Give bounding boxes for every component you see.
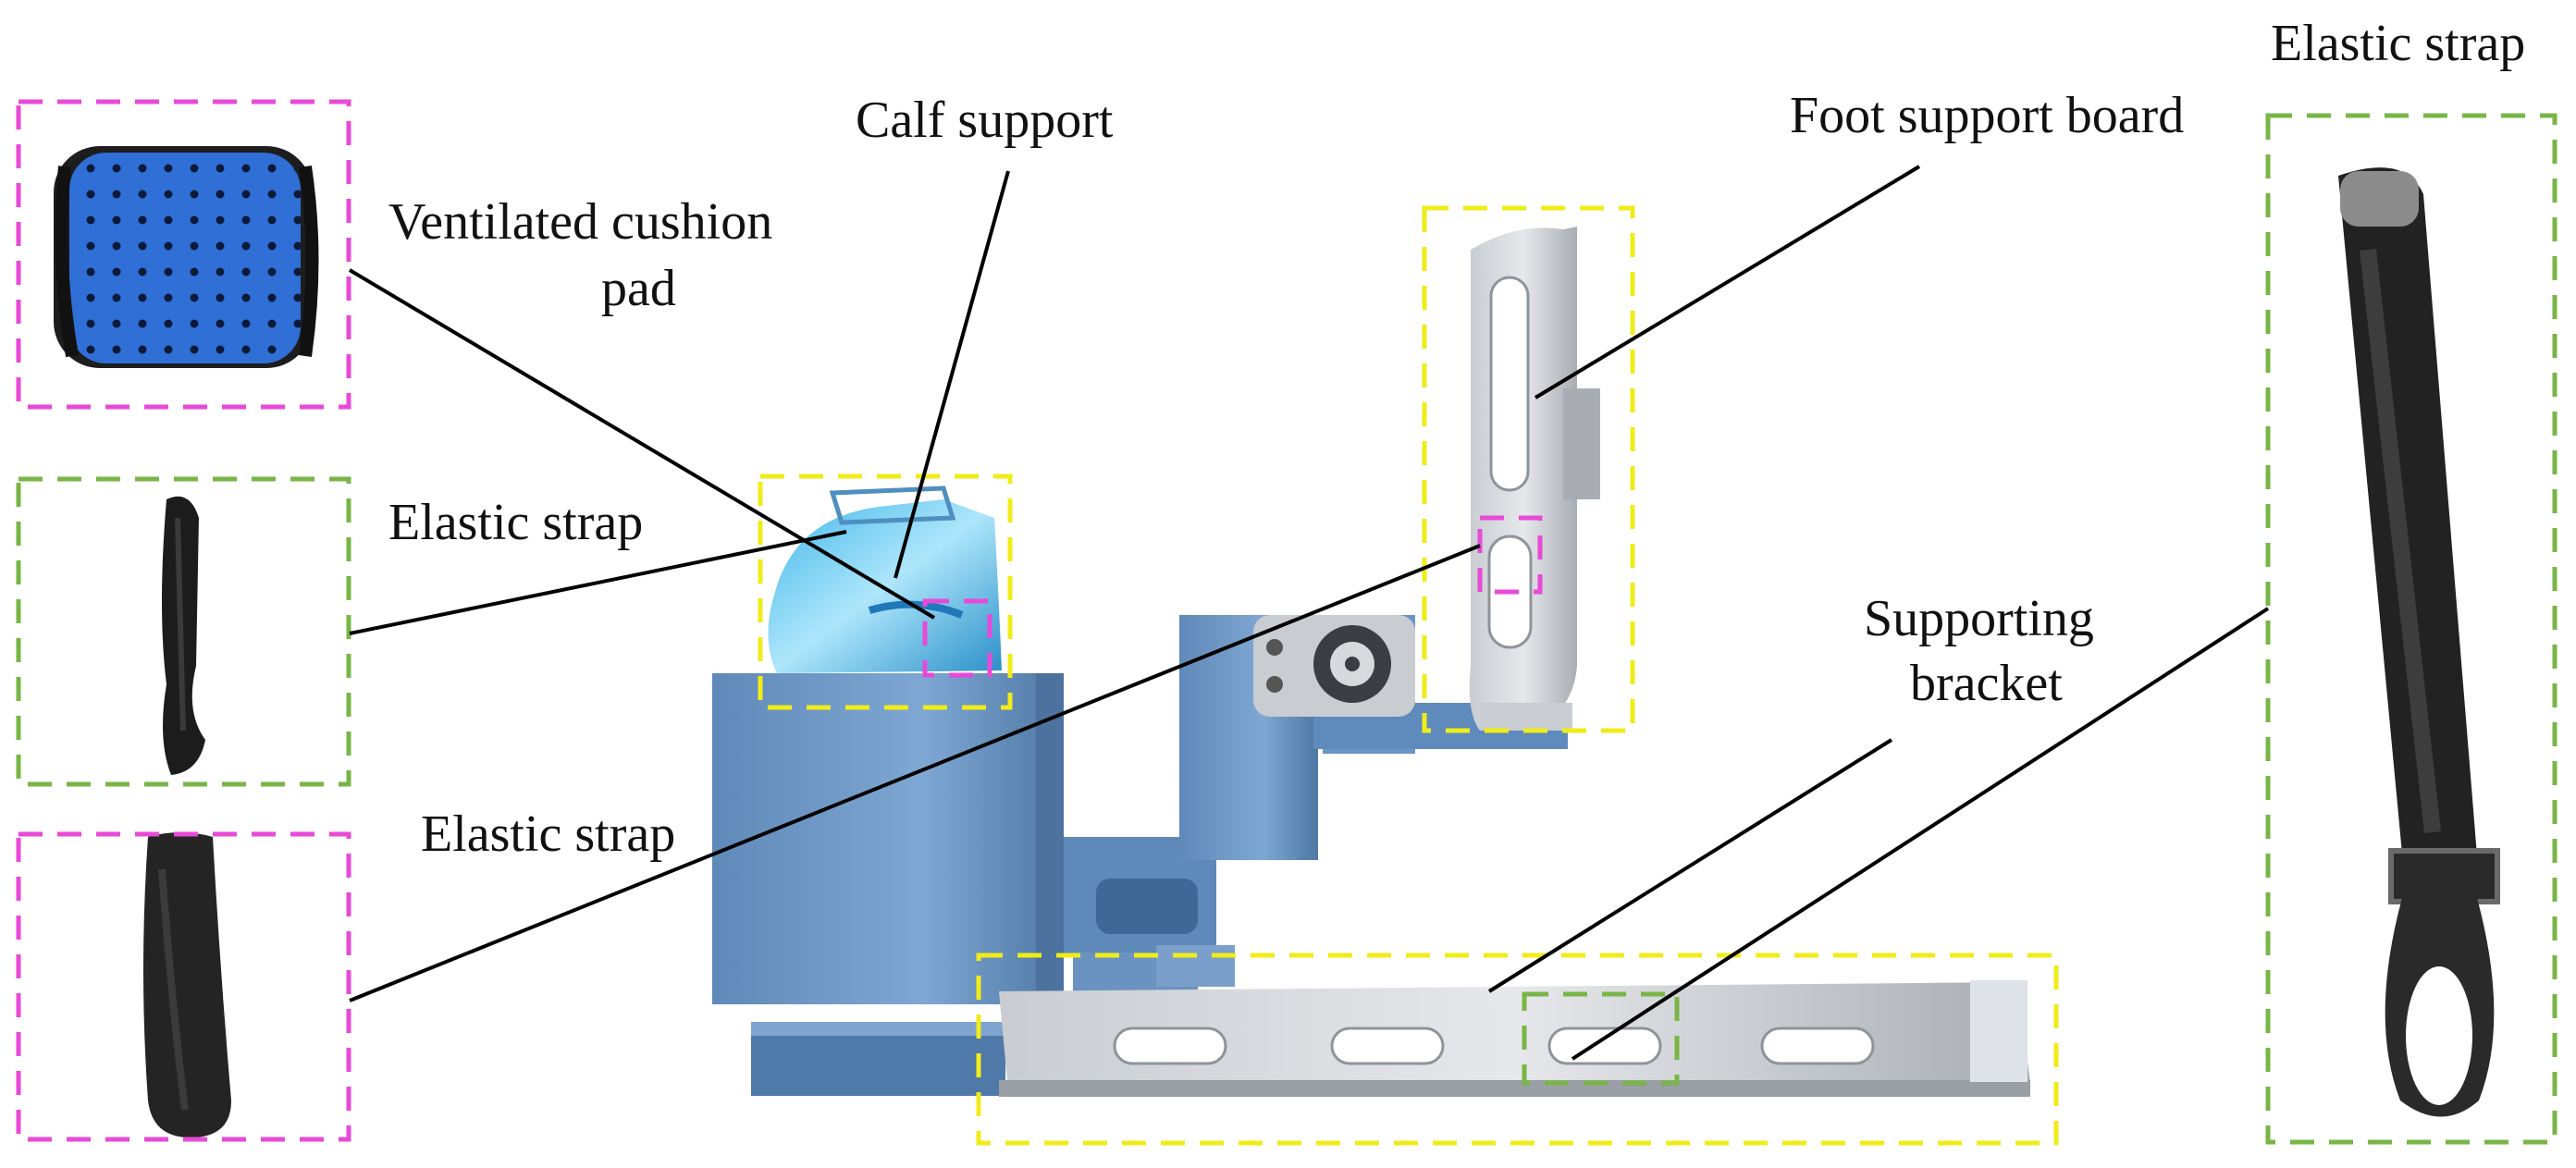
- leader-cushion-pad: [348, 268, 936, 620]
- label-ventilated-cushion-pad-line1: Ventilated cushion: [388, 193, 772, 251]
- label-foot-support-board: Foot support board: [1790, 87, 2184, 144]
- device-render: [712, 227, 2030, 1097]
- leader-elastic-strap-middle: [349, 544, 1481, 1002]
- label-ventilated-cushion-pad-line2: pad: [601, 260, 676, 317]
- cushion-pad-photo: [54, 146, 319, 368]
- strap-pad-callout-box: [16, 831, 351, 1142]
- label-supporting-bracket-line1: Supporting: [1864, 590, 2094, 647]
- label-elastic-strap-right: Elastic strap: [2271, 15, 2525, 72]
- strap-on-bracket-callout-box: [1522, 991, 1680, 1086]
- elastic-strap-large-photo: [2338, 167, 2500, 1117]
- cushion-pad-callout-box: [16, 99, 351, 410]
- label-elastic-strap-middle: Elastic strap: [421, 805, 675, 863]
- leader-supporting-bracket: [1487, 738, 1893, 993]
- label-supporting-bracket-line2: bracket: [1910, 655, 2063, 712]
- leader-calf-support: [894, 170, 1010, 579]
- elastic-strap-small-photo: [162, 496, 205, 775]
- leader-elastic-strap-left: [349, 530, 847, 635]
- label-calf-support: Calf support: [856, 92, 1114, 149]
- elastic-strap-left-callout-box: [16, 476, 351, 787]
- leader-foot-support-board: [1534, 165, 1921, 400]
- leader-elastic-strap-right: [1571, 607, 2270, 1061]
- cushion-on-device-callout-box: [922, 598, 992, 678]
- elastic-strap-right-callout-box: [2265, 113, 2558, 1145]
- label-elastic-strap-left: Elastic strap: [388, 494, 643, 551]
- bracket-callout-box: [976, 953, 2059, 1146]
- strap-pad-photo: [143, 832, 231, 1138]
- foot-support-callout-box: [1422, 205, 1635, 733]
- strap-on-foot-callout-box: [1477, 515, 1543, 595]
- calf-support-callout-box: [758, 473, 1013, 710]
